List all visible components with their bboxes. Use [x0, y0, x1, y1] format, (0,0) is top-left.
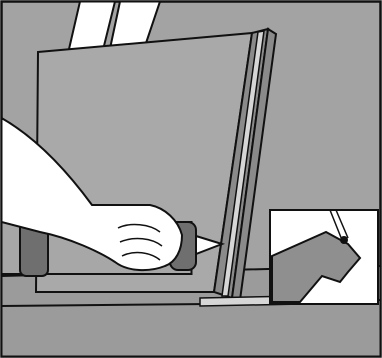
inset-detail: [270, 210, 378, 304]
sealant-bead: [340, 236, 348, 244]
